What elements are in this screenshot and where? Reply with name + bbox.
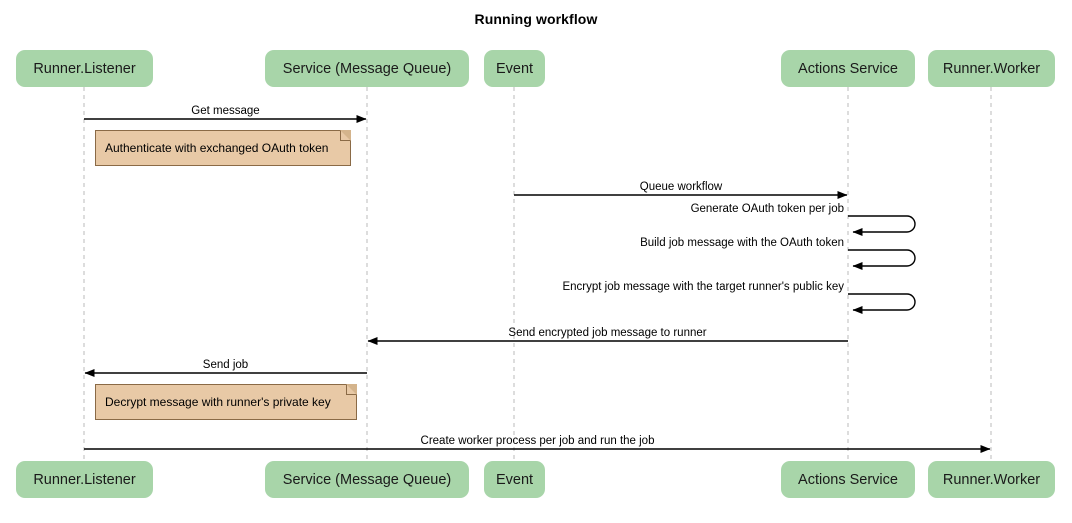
participant-runner-listener-bottom[interactable]: Runner.Listener [16, 461, 153, 498]
note-decrypt: Decrypt message with runner's private ke… [95, 384, 357, 420]
message-label-queue-workflow: Queue workflow [639, 181, 723, 193]
participant-label: Runner.Listener [33, 60, 136, 77]
note-fold-corner-icon [346, 384, 357, 395]
self-message-encrypt-job [848, 293, 916, 314]
participant-label: Runner.Worker [942, 60, 1041, 77]
participant-label: Event [495, 60, 534, 77]
message-label-send-job: Send job [202, 359, 249, 371]
lifelines-group [83, 87, 992, 461]
participant-label: Service (Message Queue) [282, 60, 452, 77]
note-label: Decrypt message with runner's private ke… [105, 395, 331, 409]
note-fold-edge [340, 130, 351, 141]
message-label-get-message: Get message [191, 105, 260, 117]
message-label-send-encrypted: Send encrypted job message to runner [508, 327, 707, 339]
note-label: Authenticate with exchanged OAuth token [105, 141, 329, 155]
page-title: Running workflow [474, 11, 598, 27]
message-label-encrypt-job: Encrypt job message with the target runn… [562, 281, 844, 293]
note-fold-edge [346, 384, 357, 395]
participant-runner-listener-top[interactable]: Runner.Listener [16, 50, 153, 87]
participant-event-bottom[interactable]: Event [484, 461, 545, 498]
note-fold-corner-icon [340, 130, 351, 141]
note-authenticate: Authenticate with exchanged OAuth token [95, 130, 351, 166]
participant-service-mq-bottom[interactable]: Service (Message Queue) [265, 461, 469, 498]
participant-service-mq-top[interactable]: Service (Message Queue) [265, 50, 469, 87]
participant-event-top[interactable]: Event [484, 50, 545, 87]
participant-label: Actions Service [798, 471, 898, 488]
participant-label: Runner.Worker [942, 471, 1041, 488]
message-label-generate-token: Generate OAuth token per job [690, 203, 844, 215]
message-label-create-worker: Create worker process per job and run th… [420, 435, 655, 447]
participant-label: Actions Service [798, 60, 898, 77]
participant-label: Service (Message Queue) [282, 471, 452, 488]
message-label-build-job-message: Build job message with the OAuth token [640, 237, 844, 249]
participant-runner-worker-top[interactable]: Runner.Worker [928, 50, 1055, 87]
self-message-generate-token [848, 215, 916, 236]
message-lines-group [84, 115, 991, 453]
participant-actions-service-top[interactable]: Actions Service [781, 50, 915, 87]
participant-label: Runner.Listener [33, 471, 136, 488]
participant-actions-service-bottom[interactable]: Actions Service [781, 461, 915, 498]
self-message-build-job-message [848, 249, 916, 270]
participant-runner-worker-bottom[interactable]: Runner.Worker [928, 461, 1055, 498]
participant-label: Event [495, 471, 534, 488]
